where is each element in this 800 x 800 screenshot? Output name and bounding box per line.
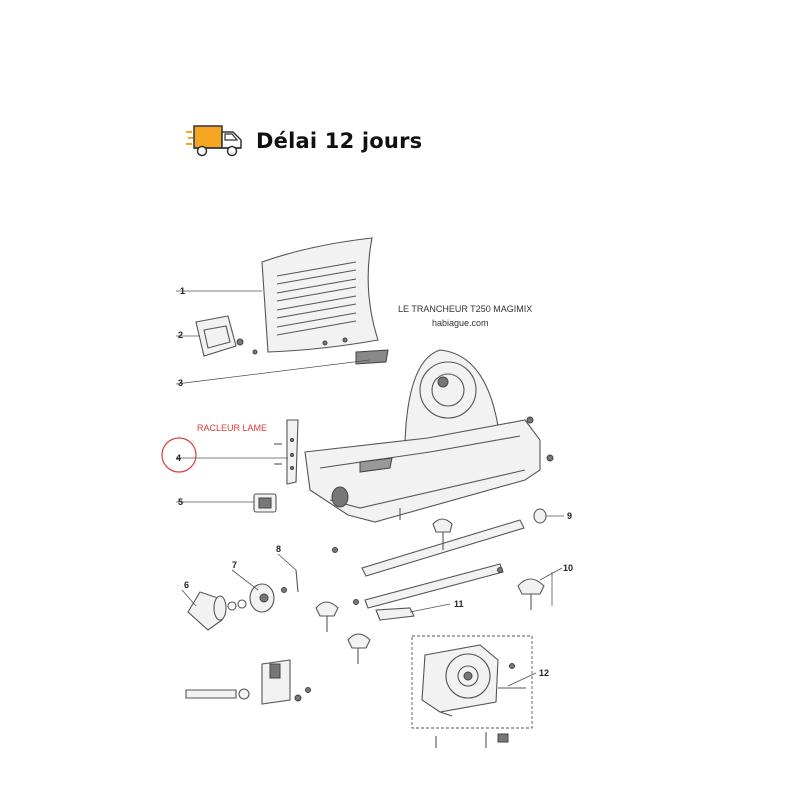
part-number-6: 6 (184, 580, 189, 590)
part-bracket (195, 315, 258, 357)
part-rod-bracket (375, 607, 415, 621)
part-feet (315, 547, 545, 664)
part-number-11: 11 (454, 599, 464, 609)
delivery-banner: Délai 12 jours (186, 124, 422, 158)
part-number-10: 10 (563, 563, 573, 573)
highlight-label: RACLEUR LAME (197, 423, 267, 433)
part-blade-scraper (274, 419, 299, 485)
part-number-1: 1 (180, 286, 185, 296)
part-number-4: 4 (176, 453, 181, 463)
part-main-body (304, 349, 554, 523)
diagram-title: LE TRANCHEUR T250 MAGIMIX (398, 304, 532, 314)
part-number-3: 3 (178, 378, 183, 388)
part-knob (187, 591, 247, 631)
part-motor (411, 635, 533, 748)
part-number-2: 2 (178, 330, 183, 340)
leader-lines (175, 290, 564, 687)
part-switch (253, 493, 277, 513)
part-label-plate (355, 349, 389, 365)
part-screw (281, 569, 299, 593)
part-shaft-assembly (185, 659, 311, 705)
part-number-12: 12 (539, 668, 549, 678)
part-number-7: 7 (232, 560, 237, 570)
part-cover-plate (261, 237, 379, 353)
part-number-5: 5 (178, 497, 183, 507)
diagram-website: habiague.com (432, 318, 489, 328)
highlight-circle (161, 437, 197, 473)
part-gear (249, 583, 275, 613)
part-number-9: 9 (567, 511, 572, 521)
part-number-8: 8 (276, 544, 281, 554)
delivery-truck-icon (186, 125, 242, 157)
delivery-delay-text: Délai 12 jours (256, 129, 423, 153)
part-number-labels: 1 2 3 4 5 6 7 8 9 10 11 12 (176, 286, 573, 678)
part-rods (361, 508, 547, 609)
